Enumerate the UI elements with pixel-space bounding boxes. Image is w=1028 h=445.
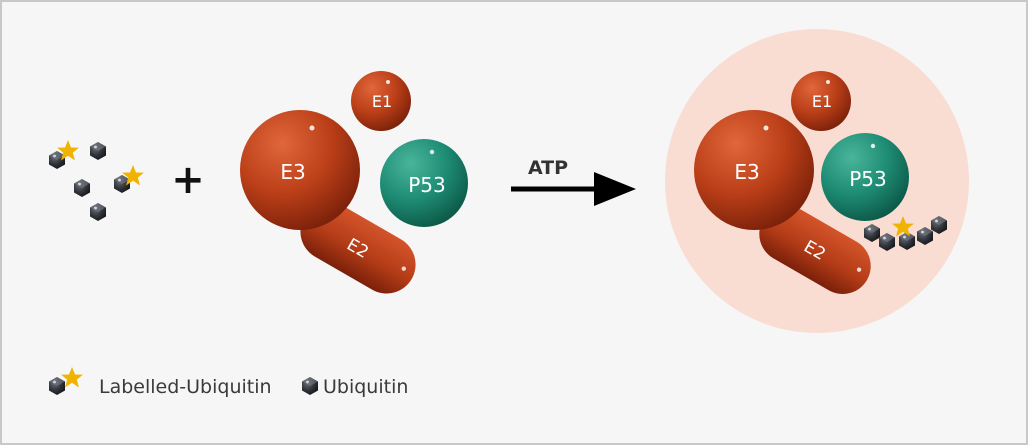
complex-p53-label: P53: [849, 167, 887, 191]
complex-e2-enzyme: E2: [759, 206, 871, 294]
ubiquitin-icon: [90, 203, 106, 221]
e1-label: E1: [372, 92, 392, 111]
legend-labelled-ubiquitin-label: Labelled-Ubiquitin: [99, 376, 272, 398]
complex-e1-label: E1: [812, 92, 832, 111]
separate-enzymes-group: E2 E3 E1 P53: [240, 71, 468, 294]
plus-sign: +: [171, 157, 205, 203]
complex-e3-label: E3: [734, 160, 759, 184]
labelled-ubiquitin-icon: [114, 165, 144, 193]
reaction-arrow: ATP: [511, 157, 636, 206]
arrowhead-icon: [594, 172, 636, 206]
ubiquitin-icon: [90, 142, 106, 160]
complex-p53-protein: P53: [821, 133, 909, 221]
complex-e3-enzyme: E3: [694, 110, 814, 230]
e1-enzyme: E1: [351, 71, 411, 131]
e2-enzyme: E2: [300, 202, 416, 294]
atp-label: ATP: [528, 157, 568, 179]
e3-enzyme: E3: [240, 110, 360, 230]
ubiquitination-complex: E2 E3 E1 P53: [665, 29, 969, 333]
free-ubiquitin-group: [49, 140, 144, 221]
p53-protein: P53: [380, 139, 468, 227]
legend-ubiquitin-icon: [302, 377, 318, 395]
legend-labelled-ubiquitin-icon: [49, 367, 83, 395]
labelled-ubiquitin-icon: [49, 140, 79, 169]
p53-label: P53: [408, 173, 446, 197]
e3-label: E3: [280, 160, 305, 184]
complex-halo: [665, 29, 969, 333]
legend-ubiquitin-label: Ubiquitin: [323, 376, 409, 398]
ubiquitin-icon: [74, 179, 90, 197]
complex-e1-enzyme: E1: [791, 71, 851, 131]
